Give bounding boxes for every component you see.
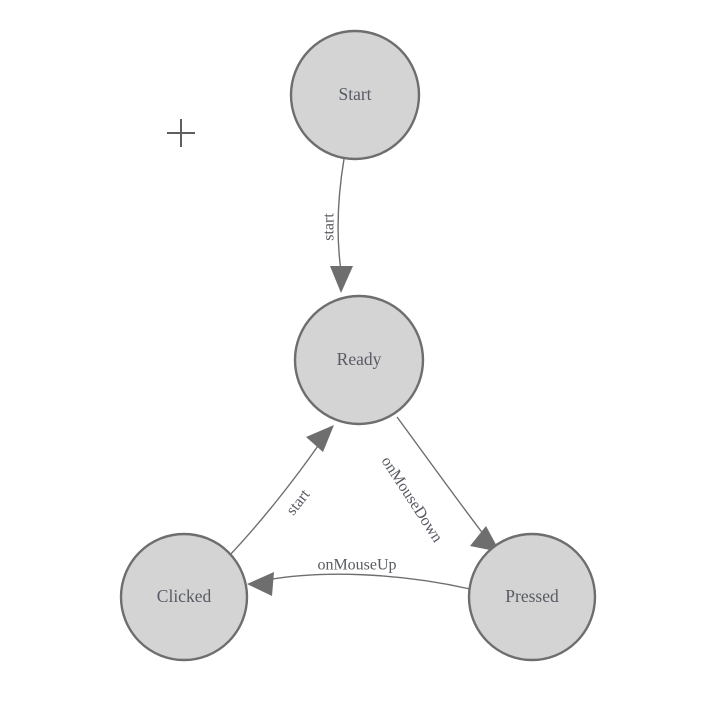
edge-start-to-ready[interactable] [330,158,353,293]
arrowhead-pressed-to-clicked [247,572,274,596]
edge-clicked-to-ready[interactable] [228,425,334,557]
node-shape-start[interactable] [289,29,421,161]
node-clicked[interactable]: Clicked [119,532,249,662]
node-label-start: Start [338,84,371,104]
arrowhead-ready-to-pressed [470,526,500,552]
edge-pressed-to-clicked[interactable] [247,572,471,596]
node-shape-clicked[interactable] [119,532,249,662]
edge-label-start-to-ready: start [321,213,338,241]
edge-line-ready-to-pressed [396,416,485,536]
edge-line-pressed-to-clicked [266,573,471,590]
edge-line-clicked-to-ready [228,442,321,557]
arrowhead-clicked-to-ready [306,425,334,452]
node-shape-ready[interactable] [293,294,425,426]
edge-line-start-to-ready [337,158,345,272]
crosshair-marker [167,119,195,147]
node-shape-pressed[interactable] [467,532,597,662]
arrowhead-start-to-ready [330,266,353,293]
node-label-pressed: Pressed [505,586,559,606]
markers-layer [167,119,195,147]
edge-label-clicked-to-ready: start [283,486,314,519]
edge-ready-to-pressed[interactable] [396,416,500,552]
edges-layer [228,158,500,596]
node-label-ready: Ready [337,349,382,369]
node-ready[interactable]: Ready [293,294,425,426]
edge-label-ready-to-pressed: onMouseDown [378,454,446,546]
node-label-clicked: Clicked [157,586,212,606]
edge-label-pressed-to-clicked: onMouseUp [317,557,396,574]
node-start[interactable]: Start [289,29,421,161]
node-pressed[interactable]: Pressed [467,532,597,662]
